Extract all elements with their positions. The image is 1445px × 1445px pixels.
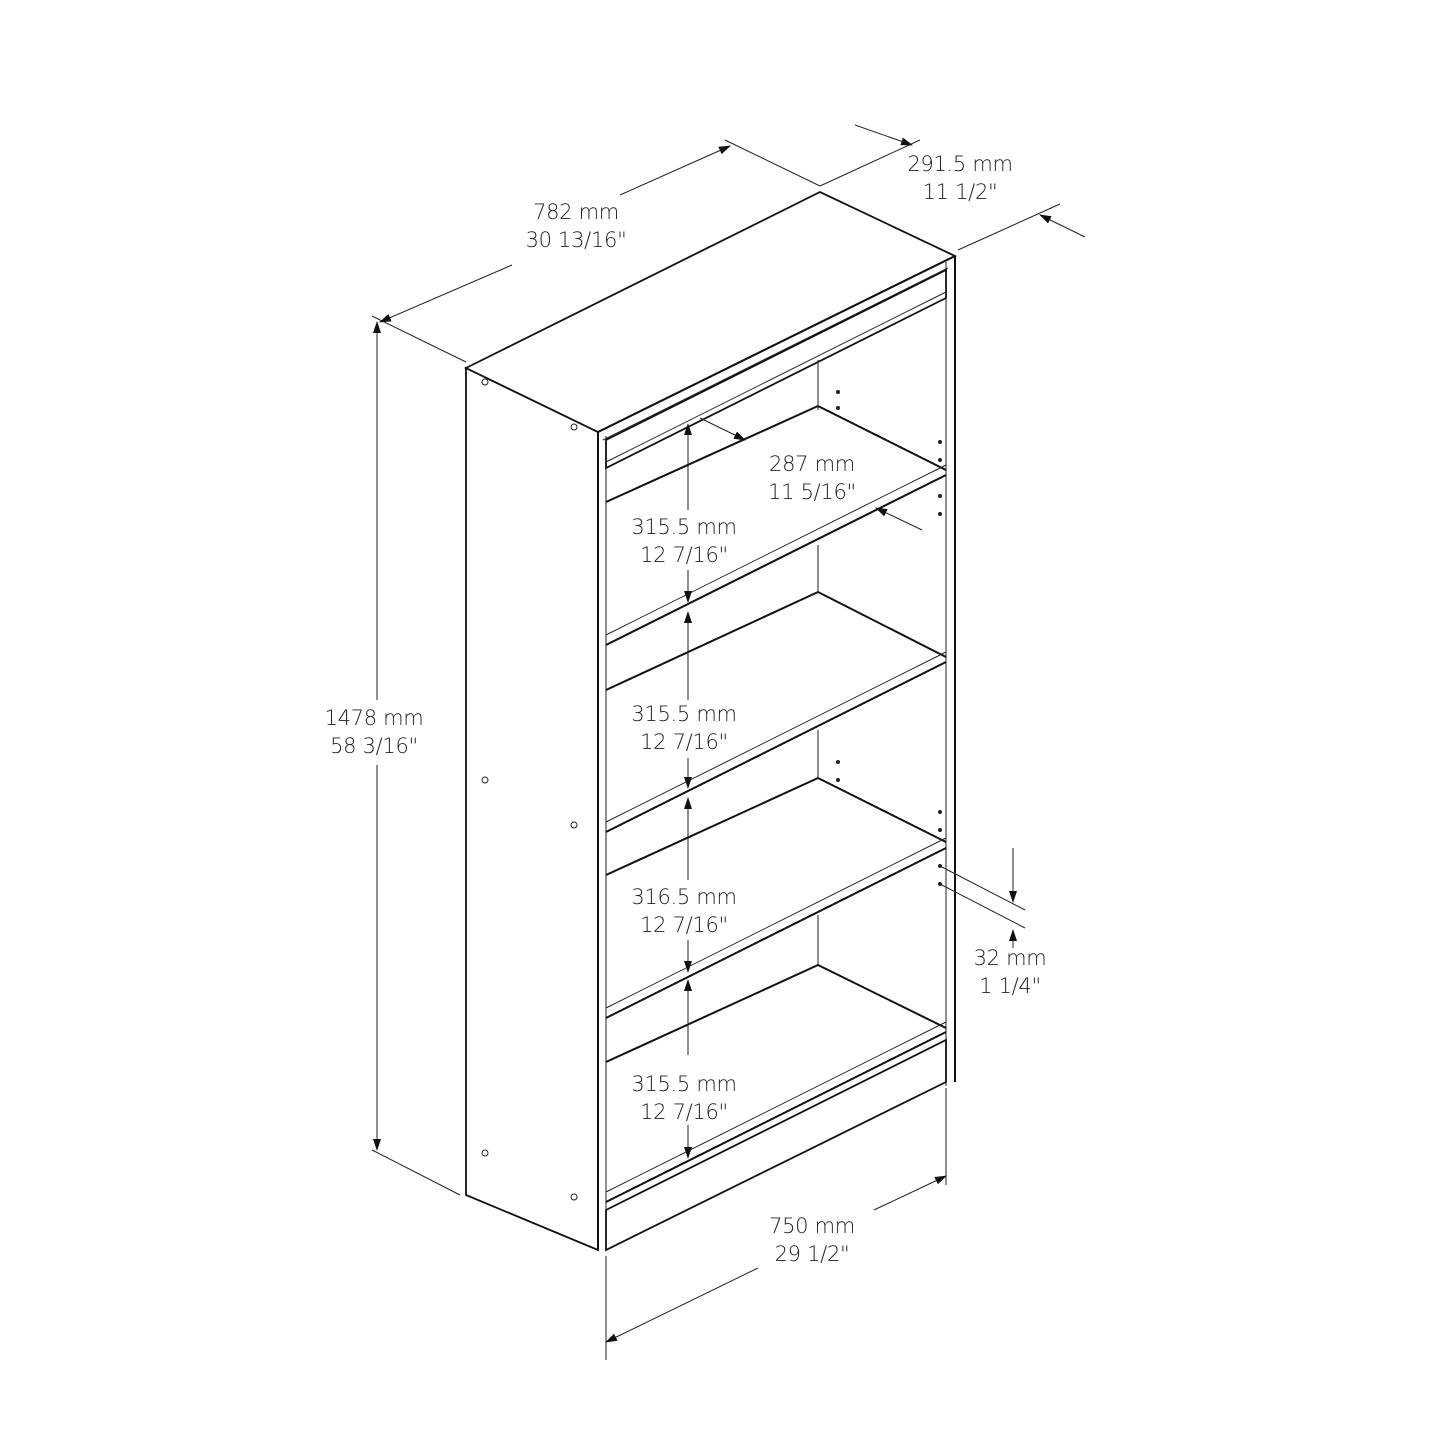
shelf-depth-287-label: 287 mm 11 5/16" bbox=[768, 450, 856, 506]
hole-spacing-32-metric: 32 mm bbox=[973, 946, 1047, 970]
bottom-shelf bbox=[605, 964, 947, 1203]
shelf-gap-4-metric: 315.5 mm bbox=[631, 1072, 737, 1096]
shelf-gap-1-metric: 315.5 mm bbox=[631, 515, 737, 539]
shelf-depth-287-metric: 287 mm bbox=[769, 452, 855, 476]
shelf-2 bbox=[605, 591, 947, 833]
width-782-label: 782 mm 30 13/16" bbox=[526, 198, 627, 254]
shelf-gap-4-label: 315.5 mm 12 7/16" bbox=[631, 1070, 737, 1126]
shelf-gap-2-metric: 315.5 mm bbox=[631, 702, 737, 726]
shelf-depth-287-imperial: 11 5/16" bbox=[768, 480, 856, 504]
dimension-lines bbox=[371, 124, 1086, 1360]
width-782-metric: 782 mm bbox=[533, 200, 619, 224]
shelf-gap-1-label: 315.5 mm 12 7/16" bbox=[631, 513, 737, 569]
hole-spacing-32-imperial: 1 1/4" bbox=[979, 974, 1041, 998]
kick-plate bbox=[605, 1038, 947, 1252]
base-width-750-label: 750 mm 29 1/2" bbox=[769, 1212, 855, 1268]
left-side-panel bbox=[465, 366, 599, 1252]
shelf-gap-1-imperial: 12 7/16" bbox=[640, 543, 728, 567]
shelf-gap-3-imperial: 12 7/16" bbox=[640, 913, 728, 937]
height-1478-imperial: 58 3/16" bbox=[330, 734, 418, 758]
cam-holes bbox=[481, 378, 578, 1201]
top-rail bbox=[605, 268, 947, 470]
shelf-1 bbox=[605, 405, 947, 646]
depth-291-imperial: 11 1/2" bbox=[922, 180, 998, 204]
height-1478-metric: 1478 mm bbox=[324, 706, 424, 730]
shelf-pin-holes bbox=[836, 390, 942, 886]
depth-291-metric: 291.5 mm bbox=[907, 152, 1013, 176]
shelf-gap-2-imperial: 12 7/16" bbox=[640, 730, 728, 754]
shelf-gap-3-metric: 316.5 mm bbox=[631, 885, 737, 909]
shelf-3 bbox=[605, 777, 947, 1019]
base-width-750-metric: 750 mm bbox=[769, 1214, 855, 1238]
shelf-gap-2-label: 315.5 mm 12 7/16" bbox=[631, 700, 737, 756]
hole-spacing-32-label: 32 mm 1 1/4" bbox=[974, 944, 1047, 1000]
depth-291-label: 291.5 mm 11 1/2" bbox=[907, 150, 1013, 206]
base-width-750-imperial: 29 1/2" bbox=[774, 1242, 850, 1266]
shelf-gap-3-label: 316.5 mm 12 7/16" bbox=[631, 883, 737, 939]
height-1478-label: 1478 mm 58 3/16" bbox=[325, 704, 424, 760]
bookcase-body bbox=[463, 190, 958, 1252]
width-782-imperial: 30 13/16" bbox=[525, 228, 627, 252]
shelf-gap-4-imperial: 12 7/16" bbox=[640, 1100, 728, 1124]
